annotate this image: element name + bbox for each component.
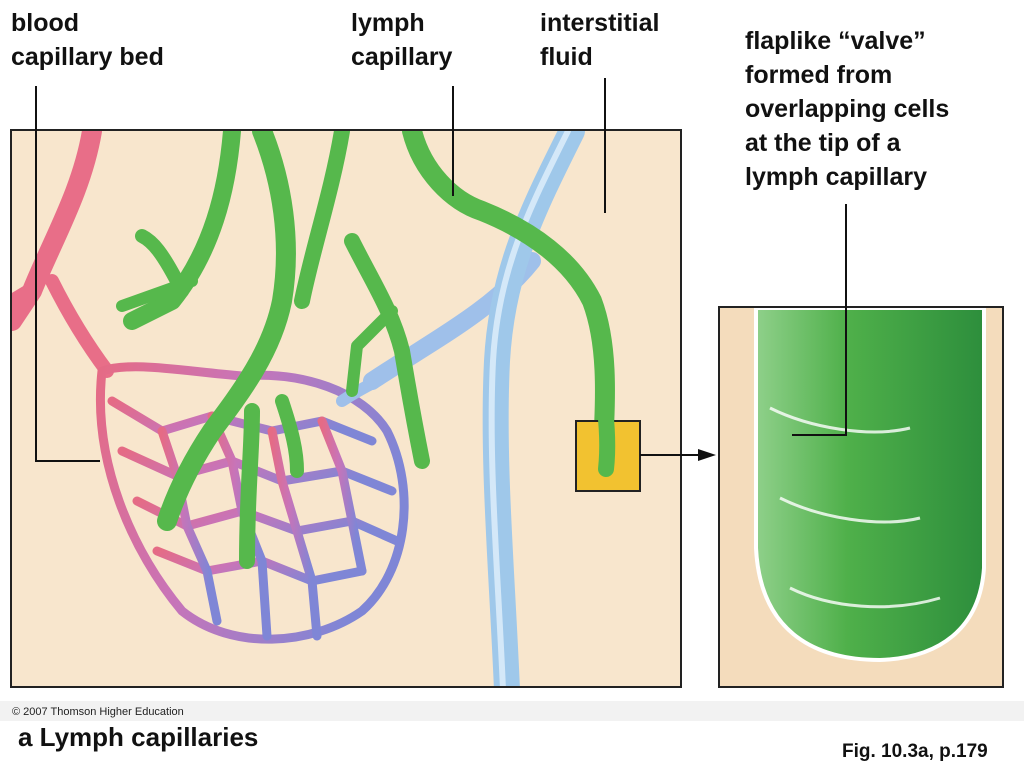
capillary-illustration-panel — [10, 129, 682, 688]
blood-capillary-bed-label: blood capillary bed — [11, 9, 164, 71]
figure-reference: Fig. 10.3a, p.179 — [842, 741, 988, 762]
copyright-strip — [0, 701, 1024, 721]
copyright-text: © 2007 Thomson Higher Education — [12, 706, 184, 718]
flaplike-valve-label: flaplike “valve” formed from overlapping… — [745, 27, 950, 191]
valve-detail-illustration — [754, 308, 986, 663]
capillary-illustration — [12, 131, 641, 686]
valve-detail-panel — [718, 306, 1004, 688]
lymph-capillaries — [116, 131, 615, 569]
lymph-capillary-label: lymph capillary — [351, 9, 453, 71]
vein — [482, 131, 585, 686]
figure-caption: a Lymph capillaries — [18, 722, 259, 752]
interstitial-fluid-label: interstitial fluid — [540, 9, 660, 71]
arrow-head — [698, 449, 716, 461]
arteriole — [12, 131, 114, 378]
